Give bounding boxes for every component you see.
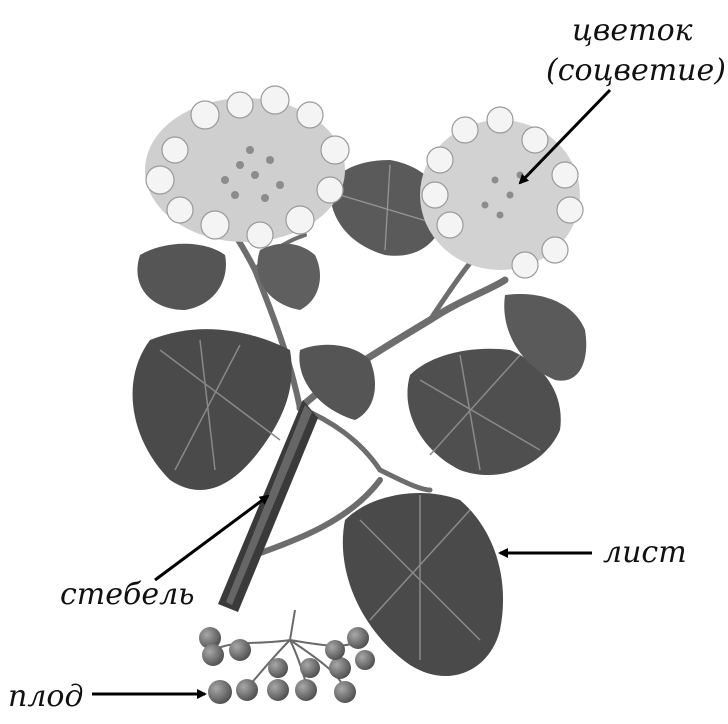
leaf-left-large xyxy=(133,329,292,490)
flower-cluster-left xyxy=(145,86,349,248)
flower-label-line2: (соцветие) xyxy=(546,56,726,86)
leaf-bottom-right xyxy=(343,493,503,676)
leaf-center-small xyxy=(299,345,375,420)
berry-cluster xyxy=(199,610,375,704)
stem-label: стебель xyxy=(60,580,195,610)
fruit-label: плод xyxy=(8,682,84,712)
leaf-label: лист xyxy=(603,538,687,568)
flower-label-line1: цветок xyxy=(572,16,693,46)
leaf-upper-left xyxy=(137,244,226,310)
flower-cluster-right xyxy=(420,107,583,278)
